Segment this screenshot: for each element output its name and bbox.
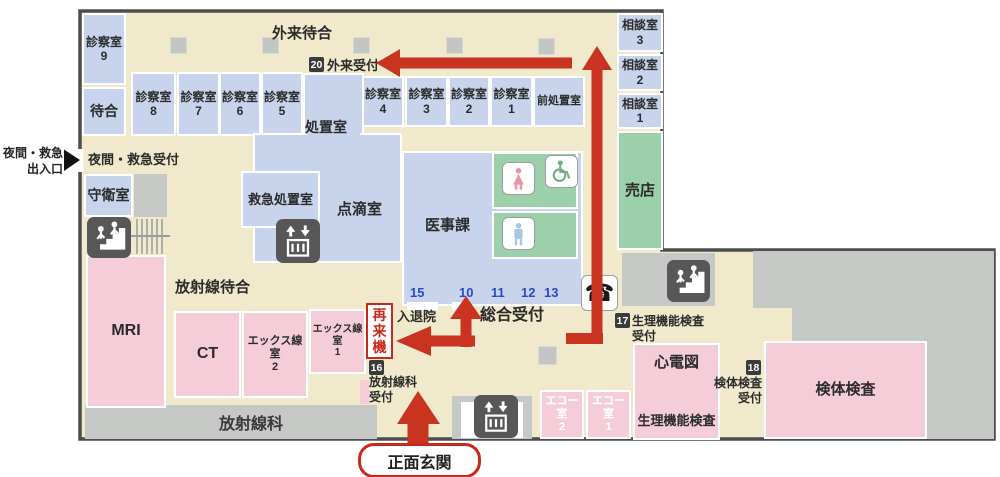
- room-consult-3: 診察室 3: [405, 76, 448, 127]
- radiology-dept-label: 放射線科: [218, 416, 283, 433]
- main-entrance-label: 正面玄関: [358, 443, 481, 477]
- outpatient-waiting-label: 外来待合: [272, 25, 333, 42]
- admission-discharge-label: 入退院: [397, 309, 437, 324]
- room-label: エックス線室 2: [247, 335, 303, 373]
- pillar: [538, 346, 557, 365]
- specimen-reception-label: 検体検査 受付: [713, 376, 762, 405]
- reception-badge-20: 20: [309, 57, 324, 72]
- physiology-exam-label: 生理機能検査: [637, 412, 716, 428]
- ecg-label: 心電図: [653, 354, 699, 371]
- night-entrance-label: 夜間・救急 出入口: [2, 146, 63, 177]
- pillar: [446, 37, 463, 54]
- general-reception-label: 総合受付: [480, 307, 545, 324]
- stairs-hatching: [131, 219, 170, 254]
- room-consult-5: 診察室 5: [261, 72, 303, 136]
- room-consult-9: 診察室 9: [82, 13, 126, 85]
- radiology-dept-area: 放射線科: [85, 405, 377, 439]
- room-label: 救急処置室: [247, 191, 313, 207]
- room-specimen-exam: 検体検査: [764, 341, 927, 439]
- room-guard: 守衛室: [84, 174, 133, 217]
- radiology-reception-label: 放射線科 受付: [369, 375, 418, 404]
- radiology-waiting-label: 放射線待合: [175, 279, 251, 296]
- room-label: 診察室 5: [263, 89, 300, 118]
- room-label: 診察室 4: [364, 87, 401, 116]
- room-label: 診察室 6: [221, 89, 258, 118]
- room-label: 相談室 1: [621, 96, 658, 125]
- counter-number: 12: [521, 285, 536, 300]
- room-xray-1: エックス線室 1: [309, 309, 366, 374]
- night-emergency-reception-label: 夜間・救急受付: [88, 152, 180, 167]
- physiology-reception-label: 生理機能検査 受付: [632, 314, 705, 343]
- return-patient-kiosk: 再 来 機: [366, 303, 393, 359]
- elevator-icon: [276, 219, 320, 263]
- counter-number: 15: [410, 285, 425, 300]
- room-label: 待合: [90, 103, 118, 120]
- room-consult-1: 診察室 1: [490, 76, 533, 127]
- room-mri: MRI: [86, 255, 166, 408]
- route-arrow: [396, 326, 431, 356]
- room-label: 守衛室: [87, 187, 130, 204]
- pillar: [170, 37, 187, 54]
- wheelchair-icon: [545, 155, 578, 188]
- room-shop: 売店: [617, 131, 663, 250]
- room-echo-1: エコー室 1: [586, 390, 631, 439]
- gray-block-guard: [134, 174, 167, 217]
- room-label: 診察室 8: [135, 89, 172, 118]
- reception-badge-16: 16: [369, 360, 384, 375]
- room-consult-6: 診察室 6: [219, 72, 261, 136]
- room-pre-treatment: 前処置室: [533, 76, 585, 127]
- counter-number: 11: [491, 285, 505, 300]
- room-ct: CT: [174, 311, 241, 398]
- room-label: 売店: [624, 181, 655, 199]
- room-xray-2: エックス線室 2: [242, 311, 308, 398]
- escalator-icon: [667, 260, 710, 302]
- counter-number: 10: [459, 285, 474, 300]
- treatment-room-label: 処置室: [305, 119, 347, 135]
- room-waiting: 待合: [82, 87, 126, 136]
- room-label: エックス線室 1: [312, 323, 363, 359]
- night-entrance-arrow-icon: [64, 149, 80, 171]
- room-consult-7: 診察室 7: [177, 72, 220, 136]
- reception-badge-18: 18: [746, 360, 761, 375]
- counter-number: 13: [544, 285, 559, 300]
- room-label: CT: [196, 345, 219, 363]
- gray-area-top-right: [753, 251, 994, 308]
- pillar: [538, 38, 555, 55]
- reception-badge-17: 17: [615, 313, 630, 328]
- room-label: エコー室 1: [592, 395, 625, 433]
- room-label: 診察室 7: [180, 89, 217, 118]
- room-counseling-1: 相談室 1: [617, 93, 663, 129]
- main-entrance-text: 正面玄関: [387, 454, 452, 472]
- outpatient-reception-label: 外来受付: [327, 58, 380, 73]
- room-label: 前処置室: [537, 95, 581, 108]
- stairs-icon: [87, 217, 131, 258]
- room-counseling-3: 相談室 3: [617, 13, 663, 52]
- room-consult-2: 診察室 2: [448, 76, 490, 127]
- pink-sliver: [360, 380, 369, 404]
- counter-window: [452, 302, 469, 310]
- room-consult-8: 診察室 8: [131, 72, 176, 136]
- toilet-woman-icon: [502, 162, 535, 195]
- room-label: 診察室 3: [408, 87, 445, 116]
- phone-icon: ☎: [581, 275, 618, 311]
- room-label: 診察室 1: [493, 87, 530, 116]
- room-echo-2: エコー室 2: [540, 390, 584, 439]
- room-label: 相談室 2: [621, 58, 658, 87]
- pillar: [353, 37, 370, 54]
- iv-room-label: 点滴室: [337, 201, 383, 218]
- toilet-man-icon: [502, 217, 535, 250]
- medical-affairs-label: 医事課: [425, 217, 471, 234]
- elevator-icon: [474, 395, 518, 438]
- room-consult-4: 診察室 4: [362, 76, 404, 127]
- room-label: MRI: [111, 322, 141, 340]
- room-counseling-2: 相談室 2: [617, 54, 663, 91]
- room-label: 診察室 9: [85, 34, 122, 63]
- route-arrow: [582, 46, 612, 70]
- room-label: 診察室 2: [450, 87, 487, 116]
- room-label: 検体検査: [815, 381, 876, 399]
- room-label: 相談室 3: [621, 18, 658, 47]
- room-label: エコー室 2: [545, 395, 579, 433]
